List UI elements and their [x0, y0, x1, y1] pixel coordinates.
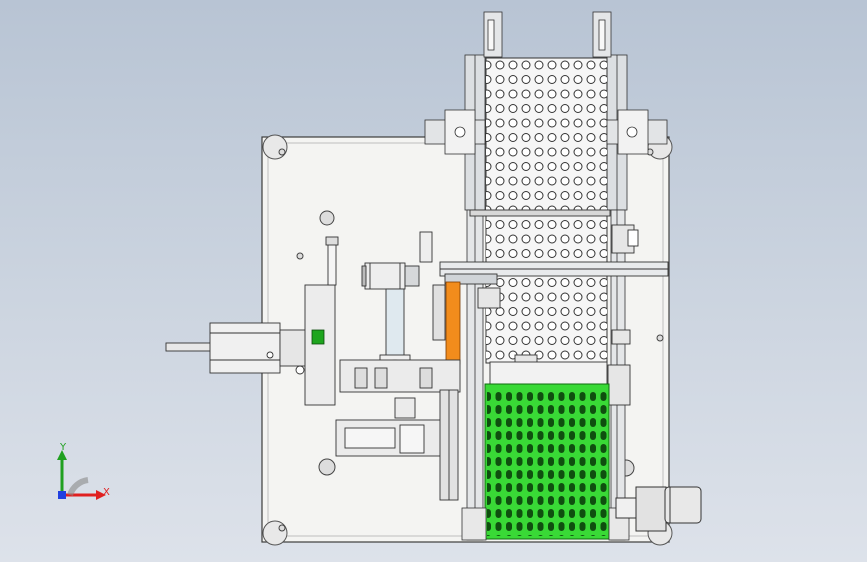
- right-side-parts: [469, 209, 639, 406]
- green-product-tray: [484, 383, 610, 540]
- orientation-triad[interactable]: Y X: [40, 440, 120, 510]
- orange-guide-block: [445, 281, 461, 365]
- triad-graphic: [57, 450, 106, 500]
- mount-holes: [278, 148, 664, 532]
- x-axis-label: X: [103, 487, 110, 498]
- gantry-beam: [439, 261, 669, 285]
- left-actuator: [165, 236, 339, 406]
- lower-fixtures: [335, 359, 461, 501]
- y-axis-label: Y: [60, 442, 67, 453]
- bottom-right-cylinder: [615, 486, 702, 532]
- upper-brackets: [424, 109, 668, 155]
- servo-motor: [361, 262, 420, 290]
- green-sensor: [311, 329, 325, 345]
